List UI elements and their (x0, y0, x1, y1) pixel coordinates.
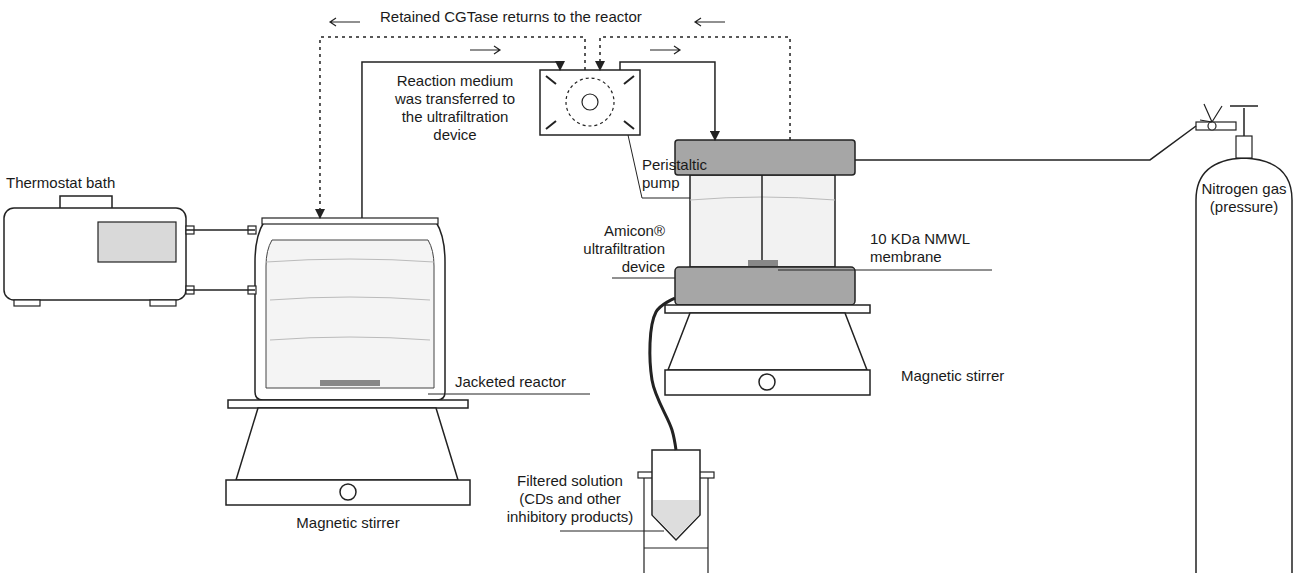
valve-handle (1230, 106, 1258, 136)
equipment-node: Peristaltic pump (540, 70, 640, 135)
gas-cylinder (1196, 158, 1292, 573)
bath-handle (60, 196, 112, 208)
filter-cell (690, 175, 835, 267)
stir-bar (320, 380, 380, 386)
leader-line (560, 531, 664, 532)
cell-base (675, 267, 855, 305)
pump-hub (582, 94, 598, 110)
leader-line (612, 278, 675, 279)
tubing-line (186, 289, 255, 291)
equipment-node: Magnetic stirrer (226, 400, 470, 505)
bath-foot (150, 300, 176, 306)
cylinder-valve (1236, 136, 1252, 158)
equipment-label: Nitrogen gas (pressure) (1198, 180, 1290, 216)
equipment-label: Peristaltic pump (642, 156, 732, 192)
tubing-line (186, 229, 255, 231)
reactor-jacket (255, 222, 445, 400)
reactor-rim (262, 218, 438, 224)
valve-port (1196, 122, 1236, 130)
liquid-lines (266, 259, 434, 340)
stirrer-knob (340, 484, 356, 500)
equipment-node: Magnetic stirrer (665, 305, 870, 395)
reactor-vessel (266, 240, 434, 388)
stirrer-base (665, 370, 870, 395)
equipment-node: Amicon® ultrafiltration device (675, 140, 855, 305)
regulator (1208, 122, 1216, 130)
equipment-label: Thermostat bath (6, 174, 166, 192)
leader-line (428, 394, 590, 395)
stirrer-plate (228, 400, 468, 408)
annotation: Reaction medium was transferred to the u… (390, 72, 520, 144)
tubing-line (855, 126, 1196, 160)
stirrer-stand (236, 408, 458, 480)
tubing-line (650, 298, 676, 450)
stirrer-shaft (761, 175, 763, 262)
equipment-label: Jacketed reactor (455, 373, 595, 391)
regulator-knob (1200, 104, 1222, 122)
collection-tube (652, 450, 700, 540)
equipment-label: Filtered solution (CDs and other inhibit… (500, 472, 640, 526)
pump-rotor (566, 78, 614, 126)
equipment-node: Jacketed reactor (255, 218, 445, 400)
membrane-stirrer (748, 260, 778, 266)
equipment-node: Nitrogen gas (pressure) (1196, 100, 1292, 573)
equipment-label: Amicon® ultrafiltration device (555, 222, 665, 276)
equipment-node: Filtered solution (CDs and other inhibit… (652, 450, 700, 540)
return-line (320, 37, 585, 218)
equipment-label: Magnetic stirrer (226, 514, 470, 532)
annotation: 10 KDa NMWL membrane (870, 230, 990, 266)
return-line (600, 37, 790, 140)
tubing-line (620, 62, 715, 140)
stirrer-knob (759, 374, 775, 390)
tubing-line (362, 62, 560, 218)
stirrer-plate (665, 305, 870, 313)
flow-arrow (470, 46, 680, 54)
annotation: Retained CGTase returns to the reactor (380, 8, 660, 26)
pump-clamps (546, 76, 634, 129)
stirrer-base (226, 480, 470, 505)
peristaltic-pump (540, 70, 640, 135)
bath-window (98, 222, 176, 262)
stirrer-stand (668, 313, 867, 370)
leader-line (778, 270, 992, 271)
thermostat-bath (4, 208, 186, 300)
equipment-label: Magnetic stirrer (901, 367, 1041, 385)
filtrate (653, 500, 699, 538)
bath-foot (14, 300, 40, 306)
equipment-node: Thermostat bath (4, 208, 186, 300)
